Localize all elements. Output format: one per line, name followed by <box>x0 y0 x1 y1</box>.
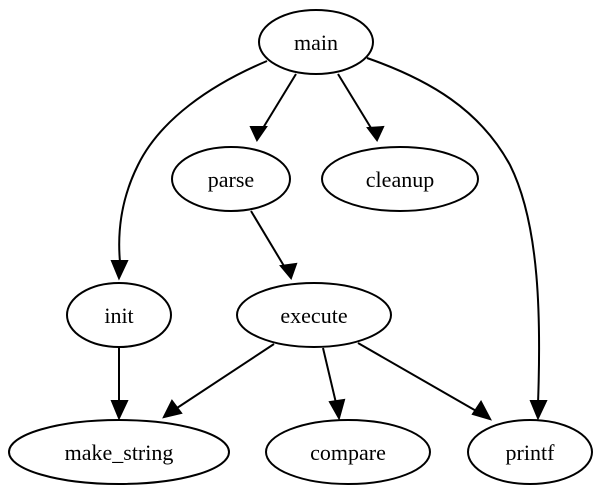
nodes-layer: main parse cleanup init execute make_str… <box>8 9 593 485</box>
node-execute-label: execute <box>280 303 347 328</box>
node-init-label: init <box>104 303 133 328</box>
node-printf-label: printf <box>506 440 556 465</box>
node-make_string-label: make_string <box>65 440 174 465</box>
edge-init-make_string <box>110 348 129 421</box>
node-cleanup: cleanup <box>321 146 479 212</box>
edge-execute-compare <box>322 347 346 421</box>
edges-layer <box>110 57 548 421</box>
node-printf: printf <box>467 419 593 485</box>
node-init: init <box>66 282 172 348</box>
node-compare-label: compare <box>310 440 386 465</box>
node-parse: parse <box>171 146 291 212</box>
edge-main-parse <box>249 73 297 143</box>
edge-parse-execute <box>250 210 298 280</box>
node-parse-label: parse <box>208 167 254 192</box>
node-main: main <box>258 9 374 75</box>
edge-execute-make_string <box>162 343 275 419</box>
node-main-label: main <box>294 30 338 55</box>
node-execute: execute <box>236 282 392 348</box>
node-cleanup-label: cleanup <box>366 167 434 192</box>
edge-main-cleanup <box>337 73 385 142</box>
node-make_string: make_string <box>8 419 230 485</box>
edge-main-printf <box>366 57 548 421</box>
edge-execute-printf <box>357 342 492 421</box>
edge-main-init <box>110 60 268 281</box>
node-compare: compare <box>265 419 431 485</box>
